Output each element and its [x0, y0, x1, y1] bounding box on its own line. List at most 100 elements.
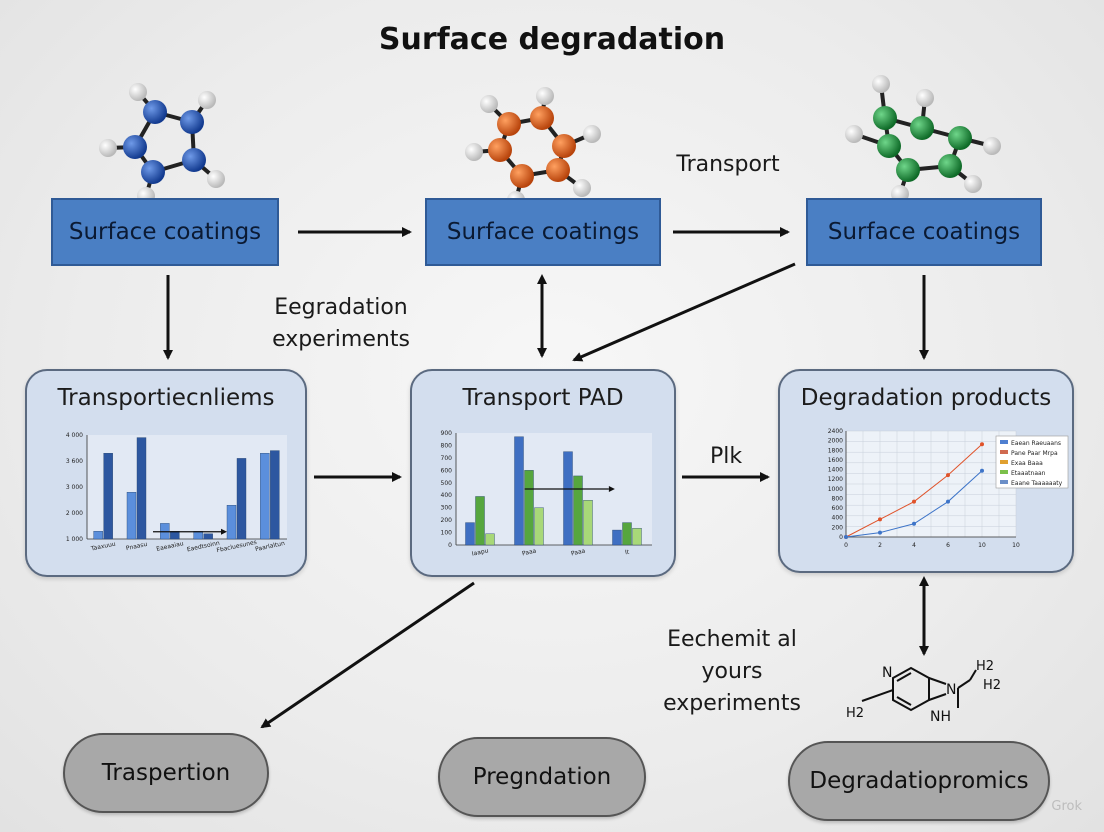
label-echem-line3: experiments — [663, 691, 801, 716]
chart-y-tick-label: 3 000 — [66, 484, 83, 491]
chart-bar — [485, 533, 495, 546]
chart-x-tick-label: Iaapu — [471, 547, 489, 557]
chart-annotation-arrowhead — [608, 486, 615, 492]
chart-bar — [583, 499, 593, 546]
chart-y-tick-label: 4 000 — [66, 432, 83, 439]
label-degradation-experiments-line1: Eegradation — [274, 295, 408, 320]
skeletal-molecule-icon — [861, 666, 977, 712]
chart-y-tick-label: 600 — [441, 467, 453, 474]
chart-y-tick-label: 2 000 — [66, 510, 83, 517]
panel-title-right: Degradation products — [800, 385, 1052, 411]
chart-y-tick-label: 100 — [441, 530, 453, 537]
surface-coatings-box-right: Surface coatings — [806, 198, 1042, 266]
chart-x-tick-label: Paarlaltun — [255, 540, 286, 553]
molecule-label-h2a: H2 — [976, 659, 994, 674]
pill-pregndation: Pregndation — [438, 737, 646, 817]
chart-bar — [573, 475, 583, 546]
line-chart-right: 0200400600800100012001400160018002000240… — [828, 428, 1069, 549]
chart-point — [980, 442, 984, 447]
chart-y-tick-label: 1800 — [828, 447, 843, 454]
chart-x-tick-label: 2 — [878, 542, 882, 549]
chart-bar — [465, 522, 475, 546]
label-degradation-experiments-line2: experiments — [272, 327, 410, 352]
molecule-label-n2: N — [946, 682, 956, 698]
chart-bar — [612, 529, 622, 546]
chart-x-tick-label: 0 — [844, 542, 848, 549]
chart-y-tick-label: 0 — [448, 542, 452, 549]
surface-coatings-box-middle: Surface coatings — [425, 198, 661, 266]
chart-point — [946, 473, 950, 478]
label-plk: Plk — [709, 444, 743, 469]
label-echem-line2: yours — [701, 659, 763, 684]
chart-bar — [514, 436, 524, 546]
chart-legend-label: Eaean Raeuaans — [1011, 440, 1061, 447]
surface-coatings-box-left: Surface coatings — [51, 198, 279, 266]
chart-point — [878, 517, 882, 522]
chart-y-tick-label: 400 — [832, 515, 844, 522]
chart-legend-label: Exaa Baaa — [1011, 460, 1043, 467]
chart-bar — [193, 530, 203, 540]
chart-y-tick-label: 1200 — [828, 476, 843, 483]
chart-y-tick-label: 1000 — [828, 486, 843, 493]
arrow-box3-panel2 — [572, 262, 796, 362]
chart-x-tick-label: Paaa — [521, 548, 537, 558]
chart-x-tick-label: 4 — [912, 542, 916, 549]
chart-x-tick-label: Fbacluesunes — [216, 539, 258, 554]
molecule-blue-icon — [99, 83, 225, 205]
chart-bar — [475, 496, 485, 546]
chart-y-tick-label: 0 — [839, 534, 843, 541]
chart-legend-swatch — [1000, 460, 1008, 464]
molecule-orange-icon — [465, 87, 601, 209]
chart-bar — [524, 470, 534, 546]
chart-x-tick-label: Taaxuuu — [89, 540, 116, 552]
chart-bar — [260, 452, 270, 540]
label-echem-experiments: Eechemit al yours experiments — [646, 624, 818, 720]
chart-bar — [203, 533, 213, 540]
chart-bar — [270, 450, 280, 540]
chart-bar — [136, 437, 147, 540]
chart-bar — [170, 530, 180, 540]
chart-bar — [632, 527, 642, 546]
chart-legend-label: Pane Paar Mrpa — [1011, 450, 1058, 457]
chart-x-tick-label: lt — [624, 549, 630, 557]
chart-legend-swatch — [1000, 450, 1008, 454]
molecule-green-icon — [845, 75, 1001, 203]
panel-title-middle: Transport PAD — [462, 385, 624, 411]
chart-x-tick-label: Eaeaaiau — [156, 540, 185, 553]
chart-y-tick-label: 200 — [441, 517, 453, 524]
chart-y-tick-label: 2000 — [828, 438, 843, 445]
chart-point — [946, 499, 950, 504]
chart-point — [912, 521, 916, 526]
chart-x-tick-label: 10 — [978, 542, 986, 549]
chart-y-tick-label: 2400 — [828, 428, 843, 435]
diagram-title: Surface degradation — [378, 22, 726, 57]
chart-point — [878, 530, 882, 535]
chart-legend-swatch — [1000, 480, 1008, 484]
chart-legend-label: Etaaatnaan — [1011, 470, 1046, 477]
chart-bar — [126, 491, 137, 540]
chart-legend-swatch — [1000, 440, 1008, 444]
chart-x-tick-label: 10 — [1012, 542, 1020, 549]
chart-y-tick-label: 700 — [441, 455, 453, 462]
chart-x-tick-label: 6 — [946, 542, 950, 549]
label-transport: Transport — [676, 152, 780, 177]
chart-y-tick-label: 3 600 — [66, 458, 83, 465]
label-echem-line1: Eechemit al — [667, 627, 797, 652]
chart-bar — [226, 504, 237, 540]
chart-bar — [236, 458, 247, 540]
chart-y-tick-label: 500 — [441, 480, 453, 487]
chart-y-tick-label: 600 — [832, 505, 844, 512]
chart-y-tick-label: 300 — [441, 505, 453, 512]
molecule-label-nh: NH — [930, 709, 951, 725]
chart-y-tick-label: 800 — [441, 442, 453, 449]
chart-bar — [103, 452, 113, 540]
chart-legend-swatch — [1000, 470, 1008, 474]
arrow-panel2-pill1 — [260, 581, 475, 729]
chart-y-tick-label: 1400 — [828, 467, 843, 474]
chart-point — [980, 468, 984, 473]
chart-point — [912, 499, 916, 504]
